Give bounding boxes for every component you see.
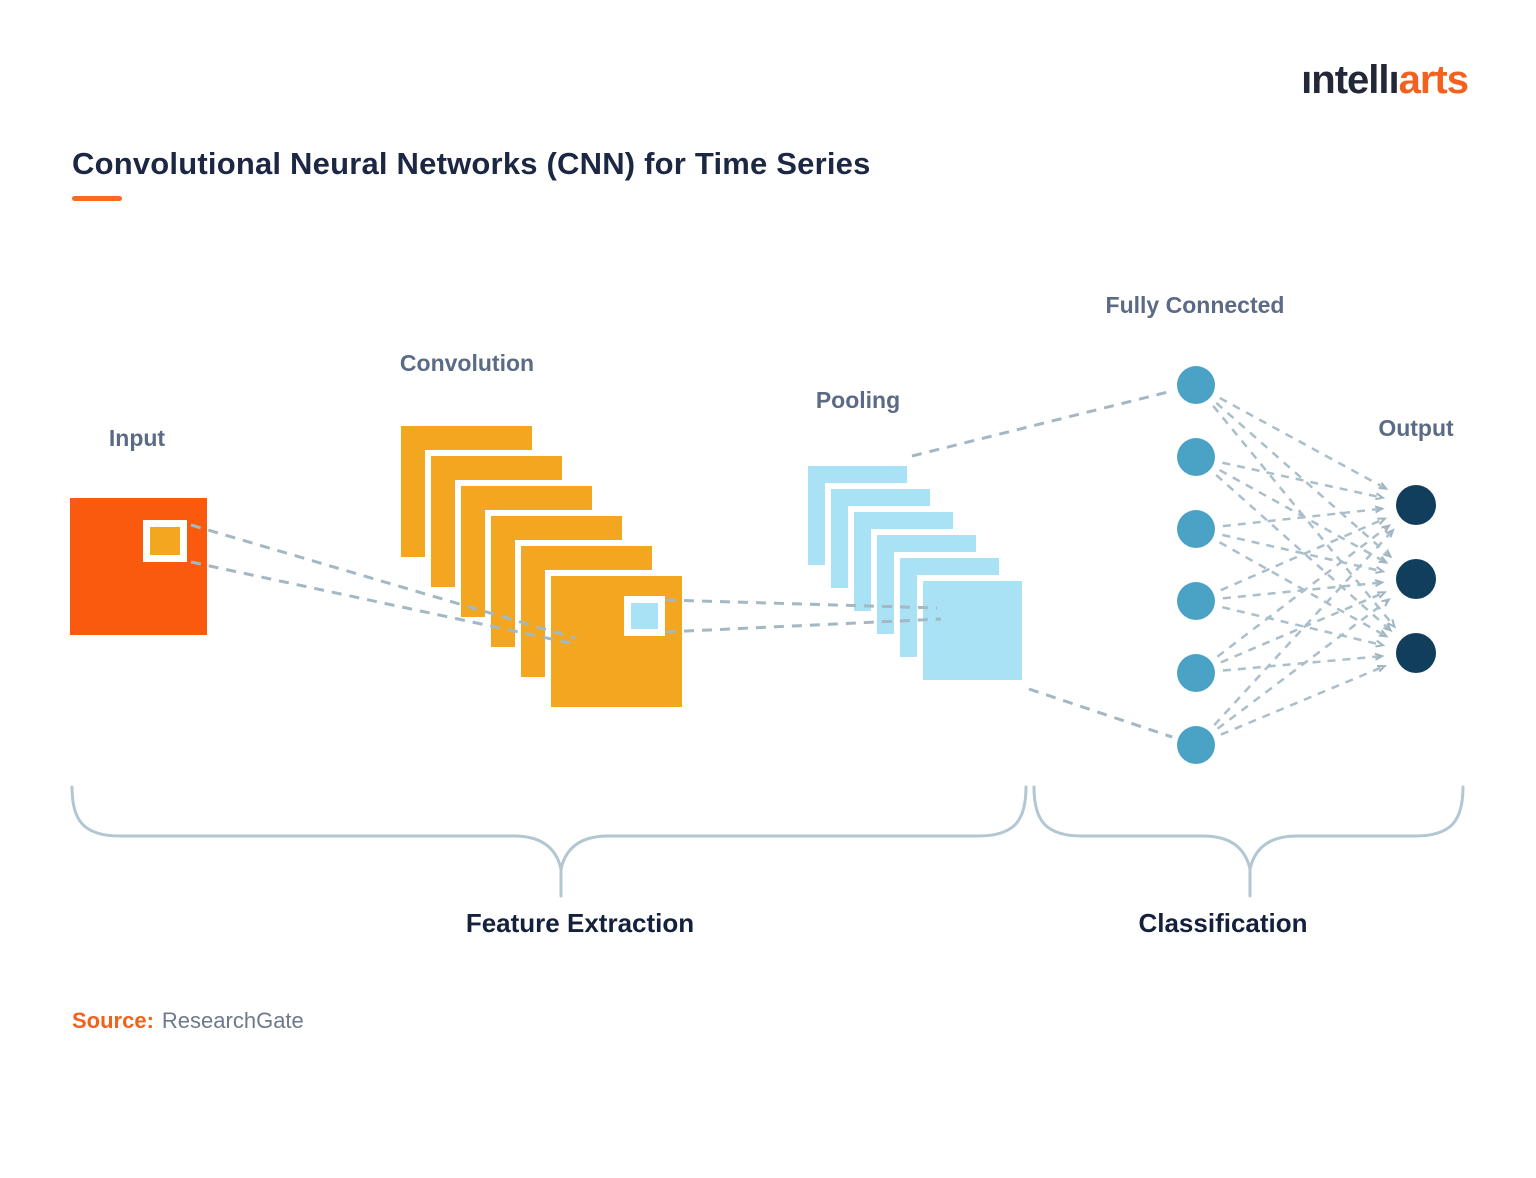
fully-connected-label: Fully Connected: [1106, 292, 1285, 318]
input-label: Input: [109, 425, 166, 451]
output-neuron: [1396, 485, 1436, 525]
kernel-windows: [143, 520, 665, 636]
convolution-kernel: [631, 603, 658, 629]
projection-lines: [190, 389, 1173, 739]
source-label: Source:: [72, 1008, 154, 1033]
output-label: Output: [1378, 415, 1454, 441]
feature-extraction-brace: [70, 785, 1028, 898]
classification-brace: [1032, 785, 1465, 898]
pooling-to-fc-line: [1028, 687, 1173, 739]
fc-to-output-connection: [1219, 396, 1389, 490]
output-neuron: [1396, 559, 1436, 599]
fully-connected-neuron: [1177, 582, 1215, 620]
projection-line: [665, 617, 942, 634]
projection-line: [665, 598, 938, 610]
source-value: ResearchGate: [161, 1008, 304, 1033]
projection-line: [190, 560, 576, 646]
source-line: Source: ResearchGate: [72, 1008, 304, 1034]
fc-to-output-connection: [1222, 461, 1386, 501]
fully-connected-neuron: [1177, 654, 1215, 692]
fully-connected-links: [1212, 396, 1397, 736]
input-layer: [70, 498, 207, 635]
fc-to-output-connection: [1222, 505, 1385, 528]
convolution-label: Convolution: [400, 350, 534, 376]
title-underline: [72, 196, 122, 201]
feature-extraction-label: Feature Extraction: [466, 908, 694, 938]
fc-to-output-connection: [1222, 533, 1386, 574]
fc-to-output-connection: [1216, 524, 1391, 658]
neuron-nodes: [1177, 366, 1436, 764]
input-square: [70, 498, 207, 635]
output-neuron: [1396, 633, 1436, 673]
input-kernel: [150, 527, 180, 555]
logo-text-arts: arts: [1398, 58, 1469, 102]
pooling-to-fc-line: [911, 389, 1173, 458]
fc-to-output-connection: [1220, 664, 1387, 736]
intelliarts-logo: ıntellıarts: [1301, 58, 1469, 102]
fc-to-output-connection: [1216, 597, 1391, 730]
fully-connected-neuron: [1177, 366, 1215, 404]
pooling-label: Pooling: [816, 387, 900, 413]
convolution-feature-map: [545, 570, 688, 713]
classification-label: Classification: [1138, 908, 1307, 938]
fc-to-output-connection: [1213, 528, 1395, 726]
page-title: Convolutional Neural Networks (CNN) for …: [72, 146, 871, 181]
projection-line: [190, 523, 576, 640]
fully-connected-neuron: [1177, 726, 1215, 764]
fully-connected-neuron: [1177, 438, 1215, 476]
fc-to-output-connection: [1221, 605, 1386, 648]
pooling-feature-map: [917, 575, 1028, 686]
fully-connected-neuron: [1177, 510, 1215, 548]
convolution-layer-stack: [395, 420, 688, 713]
logo-text-intelli: ıntellı: [1301, 58, 1399, 102]
pooling-layer-stack: [802, 460, 1028, 686]
